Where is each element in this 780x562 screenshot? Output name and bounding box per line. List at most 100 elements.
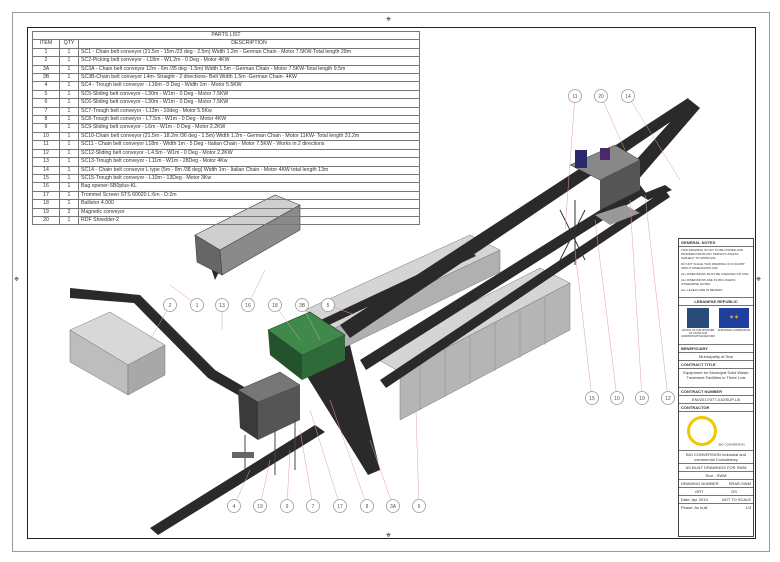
quantity: 1 xyxy=(59,89,79,100)
drawing-number: SRAR-SWM xyxy=(728,481,751,486)
rdf-shredder xyxy=(559,144,641,265)
quantity: 1 xyxy=(59,131,79,142)
title-block: GENERAL NOTES THIS DRAWING IS NOT TO BE … xyxy=(678,238,754,537)
item-number: 1 xyxy=(32,47,60,58)
leader-line xyxy=(329,399,368,507)
description: RDF Shredder-2 xyxy=(78,215,420,226)
leader-line xyxy=(629,199,643,399)
conveyor-bottom xyxy=(150,425,325,535)
item-number: 10 xyxy=(32,131,60,142)
callout-circle xyxy=(321,298,335,312)
leader-line xyxy=(299,429,314,507)
description: SC14 - Chain belt conveyor L type (5m - … xyxy=(78,165,420,175)
description: SC12-Sliding belt conveyor - L4.5m - W1m… xyxy=(78,148,420,159)
office-caption: OFFICE OF THE MINISTER OF STATE FOR ADMI… xyxy=(681,329,715,338)
contractor-logo-text: BIO CONVERSION xyxy=(718,442,745,447)
callout-circle xyxy=(610,391,624,405)
drawing-subtitle: Srar - SWM xyxy=(679,472,753,480)
callout-balloon: 12 xyxy=(661,391,675,405)
description: SC1 - Chain belt conveyor (21.5m - 15m /… xyxy=(78,47,420,58)
callout-number: 12 xyxy=(665,396,671,402)
logos-row: OFFICE OF THE MINISTER OF STATE FOR ADMI… xyxy=(679,306,753,345)
quantity: 1 xyxy=(59,215,79,226)
callout-circle xyxy=(585,391,599,405)
callout-circle xyxy=(215,298,229,312)
callout-number: 15 xyxy=(589,396,595,402)
callout-circle xyxy=(412,499,426,513)
callout-number: 11 xyxy=(572,94,577,100)
callout-circle xyxy=(306,499,320,513)
callout-circle xyxy=(386,499,400,513)
callout-number: 19 xyxy=(257,504,263,510)
callout-balloon: 2 xyxy=(163,298,177,312)
callout-balloon: 19 xyxy=(253,499,267,513)
callout-balloon: 4 xyxy=(227,499,241,513)
item-number: 2 xyxy=(32,56,60,66)
contract-number-label: CONTRACT NUMBER xyxy=(679,388,753,396)
callout-number: 13 xyxy=(219,303,225,309)
description: Bag opener-SB0plus-KL xyxy=(78,182,420,192)
callout-circle xyxy=(253,499,267,513)
date-row: Date: Apr 2019 NOT TO SCALE xyxy=(679,496,753,504)
conveyor-sc4 xyxy=(70,288,258,403)
description: SC7-Trough belt conveyor - L13m - 10deg … xyxy=(78,106,420,117)
callout-circle xyxy=(295,298,309,312)
callout-circle xyxy=(280,499,294,513)
beneficiary: Municipality of Srar xyxy=(679,353,753,361)
callout-circle xyxy=(568,89,582,103)
callout-balloon: 8 xyxy=(360,499,374,513)
conveyor-sc5 xyxy=(310,250,476,331)
center-mark-top: ⌖ xyxy=(386,14,392,24)
date: Date: Apr 2019 xyxy=(681,497,708,502)
quantity: 1 xyxy=(59,106,79,117)
item-number: 18 xyxy=(32,199,60,209)
drawing-frame xyxy=(27,27,756,539)
leader-line xyxy=(286,449,291,507)
header-item: ITEM xyxy=(32,39,60,49)
callout-number: 1 xyxy=(196,303,199,309)
callout-number: 3B xyxy=(299,303,306,309)
drawing-title: AS BUILT DRAWINGS FOR SWM xyxy=(679,464,753,472)
item-number: 8 xyxy=(32,115,60,125)
callout-circle xyxy=(661,391,675,405)
callout-number: 7 xyxy=(312,504,315,510)
item-number: 6 xyxy=(32,98,60,108)
quantity: 1 xyxy=(59,98,79,108)
callout-number: 5 xyxy=(327,303,330,309)
general-note: ALL DIMENSIONS ARE IN MM UNLESS OTHERWIS… xyxy=(681,278,736,286)
item-number: 15 xyxy=(32,173,60,184)
callout-number: 9 xyxy=(286,504,289,510)
header-description: DESCRIPTION xyxy=(78,39,420,49)
drawing-number-row: DRAWING NUMBER SRAR-SWM xyxy=(679,480,753,488)
leader-line xyxy=(564,95,576,231)
callout-balloon: 3B xyxy=(295,298,309,312)
description: Ballistor 4.000 xyxy=(78,199,420,209)
quantity: 1 xyxy=(59,123,79,133)
item-number: 16 xyxy=(32,182,60,192)
callout-circle xyxy=(360,499,374,513)
leader-line xyxy=(574,249,593,399)
header-qty: QTY xyxy=(59,39,79,49)
gear-logo-icon xyxy=(687,416,718,446)
callout-balloon: 18 xyxy=(268,298,282,312)
callout-circle xyxy=(227,499,241,513)
general-notes: THIS DRAWING IS NOT TO BE COPIED AND MOD… xyxy=(679,247,753,298)
item-number: 3B xyxy=(32,73,60,83)
item-number: 13 xyxy=(32,157,60,167)
description: SC5-Sliding belt conveyor - L30m - W1m -… xyxy=(78,89,420,100)
callout-balloon: 14 xyxy=(621,89,635,103)
